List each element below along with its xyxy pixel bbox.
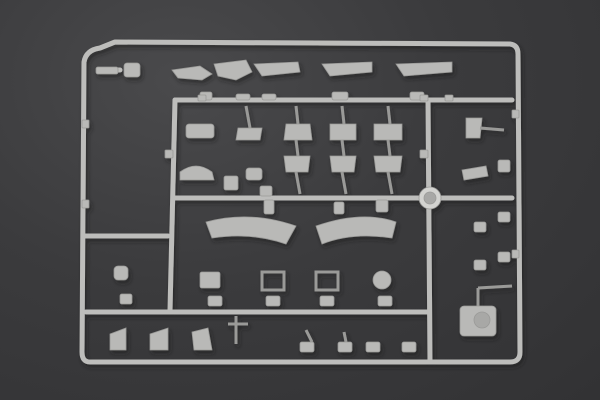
- right-side-parts: [461, 117, 511, 271]
- attach-points: [81, 94, 520, 259]
- sprue-frame: [79, 39, 523, 365]
- sensor-block: [95, 62, 141, 78]
- top-mounts: [171, 59, 453, 101]
- lower-right-box: [459, 284, 513, 337]
- fender-curves: [205, 199, 397, 245]
- round-hub: [418, 186, 442, 210]
- middle-parts: [113, 265, 393, 307]
- bottom-small-parts: [109, 316, 417, 353]
- hatch-plates-row-1: [185, 105, 403, 141]
- hatch-plates-row-2: [283, 139, 403, 195]
- bracket-parts: [179, 165, 273, 197]
